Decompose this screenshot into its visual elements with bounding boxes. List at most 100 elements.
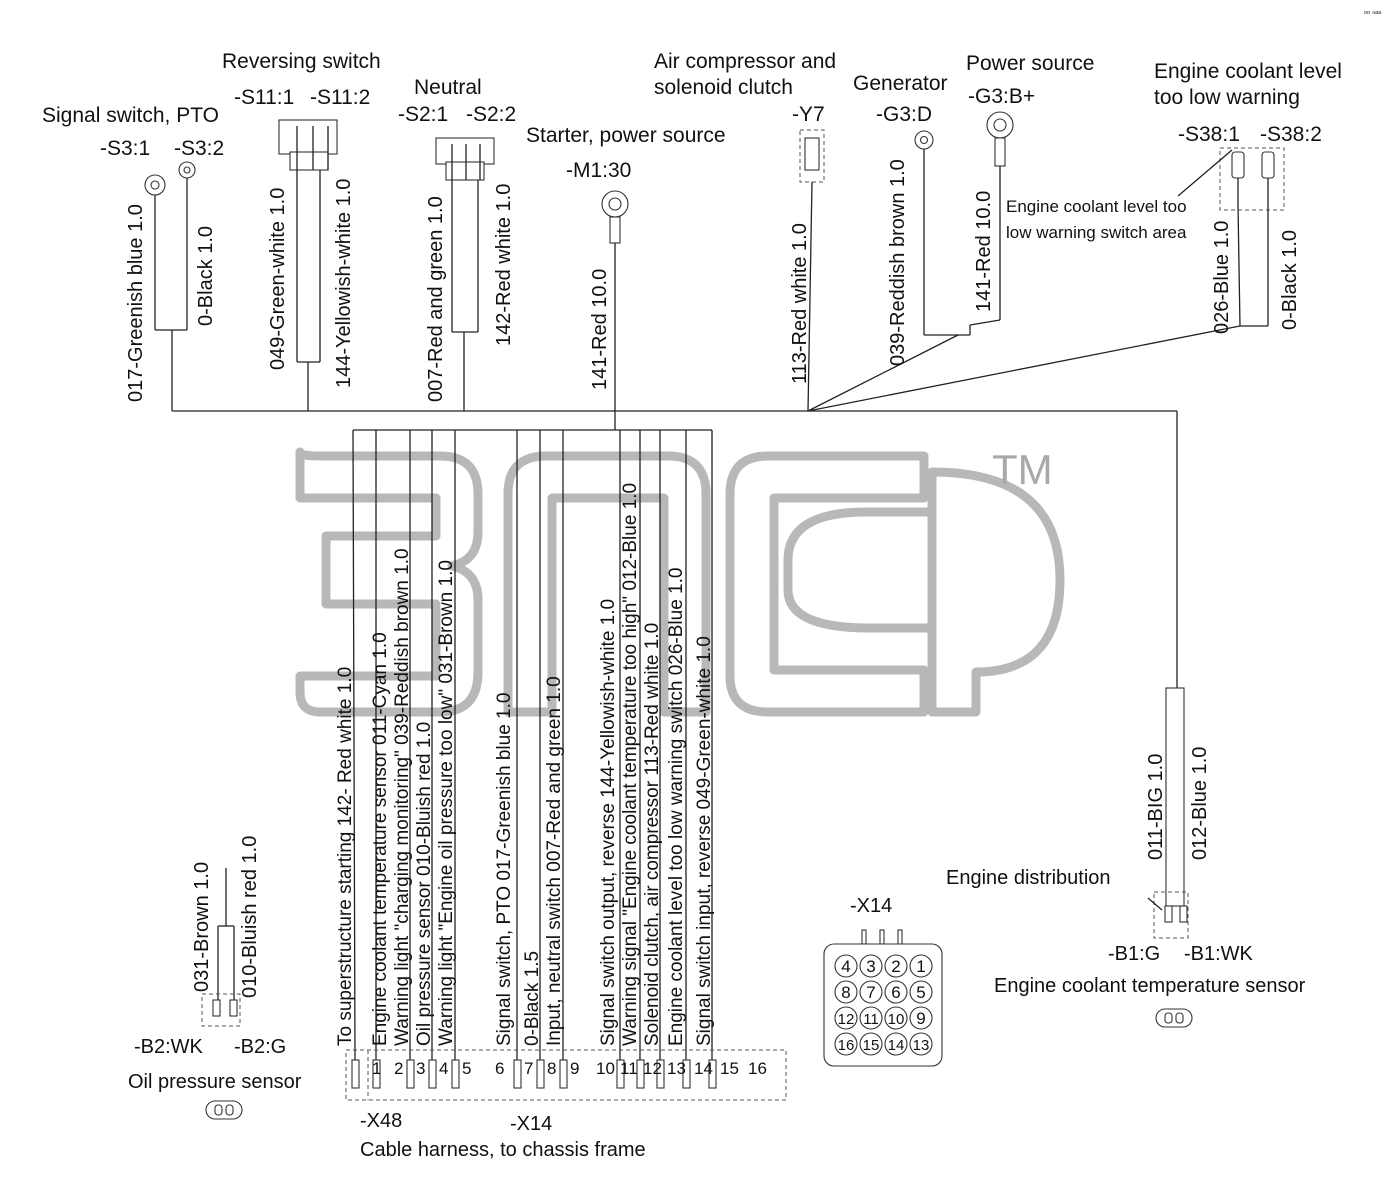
connector-pin-slot xyxy=(351,1059,360,1089)
coolant-temp-title: Engine coolant temperature sensor xyxy=(994,975,1306,997)
plug-pin-number: 6 xyxy=(891,983,900,1002)
pin-number: 2 xyxy=(394,1059,403,1078)
pin-numbers: 1 2 3 4 5 6 7 8 9 10 11 12 13 14 15 16 xyxy=(372,1059,767,1078)
connector-pin-slot xyxy=(559,1059,568,1089)
plug-pin xyxy=(859,1032,883,1056)
plug-pin xyxy=(909,1032,933,1056)
signal-switch-pto-title: Signal switch, PTO xyxy=(42,104,219,127)
connector-pin-slot xyxy=(372,1059,381,1089)
plug-pin-number: 9 xyxy=(916,1009,925,1028)
harness-label-5: Warning light "Engine oil pressure too l… xyxy=(436,560,457,1046)
wire-039-reddish-brown: 039-Reddish brown 1.0 xyxy=(887,159,909,366)
coolant-level-title-1: Engine coolant level xyxy=(1154,60,1342,83)
wire-049-green-white: 049-Green-white 1.0 xyxy=(267,188,289,370)
generator-title: Generator xyxy=(853,72,948,95)
harness-label-3: Warning light "charging monitoring" 039-… xyxy=(392,548,413,1046)
pin-number: 11 xyxy=(620,1059,638,1078)
harness-label-9: Signal switch output, reverse 144-Yellow… xyxy=(598,599,619,1046)
starter-power-source: Starter, power source -M1:30 141-Red 10.… xyxy=(526,124,726,430)
plug-pin xyxy=(884,1032,908,1056)
connector-plug-icon xyxy=(804,137,820,171)
pin-s38-1: -S38:1 xyxy=(1178,123,1240,146)
harness-label-8: Input, neutral switch 007-Red and green … xyxy=(544,676,565,1046)
sensor-plug-icon xyxy=(205,1100,243,1120)
harness-label-11: Solenoid clutch, air compressor 113-Red … xyxy=(642,623,663,1046)
plug-pin xyxy=(909,954,933,978)
pin-number: 10 xyxy=(596,1059,615,1078)
wire-026-blue: 026-Blue 1.0 xyxy=(1211,221,1233,334)
coolant-level-switch: Engine coolant level too low warning -S3… xyxy=(1006,60,1342,334)
plug-pin-number: 8 xyxy=(841,983,850,1002)
corner-mark: ᵒᵒ ⁿᵃᵃ xyxy=(1364,9,1382,18)
connector-pin-slot xyxy=(682,1059,691,1089)
pin-number: 4 xyxy=(439,1059,448,1078)
plug-pin xyxy=(859,1006,883,1030)
plug-pin-number: 14 xyxy=(888,1037,905,1054)
connector-pin-slot xyxy=(708,1059,717,1089)
neutral-title: Neutral xyxy=(414,76,482,99)
pin-s11-1: -S11:1 xyxy=(234,86,294,109)
pin-s11-2: -S11:2 xyxy=(310,86,370,109)
plug-pin-number: 7 xyxy=(866,983,875,1002)
connector-plug-icon xyxy=(435,137,495,165)
switch-area xyxy=(1219,147,1285,211)
pin-g3-b: -G3:B+ xyxy=(968,85,1035,108)
starter-title: Starter, power source xyxy=(526,124,726,147)
air-compressor: Air compressor and solenoid clutch -Y7 1… xyxy=(654,50,836,412)
pin-s2-1: -S2:1 xyxy=(398,103,448,126)
plug-pin xyxy=(859,980,883,1004)
oil-pressure-sensor: 031-Brown 1.0 010-Bluish red 1.0 -B2:WK … xyxy=(128,836,302,1120)
power-source: Power source -G3:B+ 141-Red 10.0 xyxy=(966,52,1094,326)
plug-pin xyxy=(909,1006,933,1030)
signal-switch-pto: Signal switch, PTO -S3:1 -S3:2 017-Green… xyxy=(42,104,224,411)
wire-0-black: 0-Black 1.0 xyxy=(195,226,217,326)
connector-frame xyxy=(345,1049,787,1101)
harness-labels: To superstructure starting 142- Red whit… xyxy=(335,483,715,1046)
wire-141-red-starter: 141-Red 10.0 xyxy=(589,269,611,390)
wire-141-red-power: 141-Red 10.0 xyxy=(973,191,995,312)
wire-010-bluish-red: 010-Bluish red 1.0 xyxy=(239,836,261,998)
plug-pin-number: 5 xyxy=(916,983,925,1002)
connector-plug-icon xyxy=(1231,151,1245,179)
watermark-logo: TM xyxy=(295,446,1065,717)
coolant-level-area-2: low warning switch area xyxy=(1006,223,1187,242)
connector-x48-label: -X48 xyxy=(360,1110,402,1132)
pin-number: 3 xyxy=(416,1059,425,1078)
reversing-switch: Reversing switch -S11:1 -S11:2 049-Green… xyxy=(222,50,381,411)
generator: Generator -G3:D 039-Reddish brown 1.0 xyxy=(853,72,971,366)
connector-pin-slot xyxy=(513,1059,522,1089)
plug-pin-number: 1 xyxy=(916,957,925,976)
air-compressor-title-1: Air compressor and xyxy=(654,50,836,73)
plug-pin-number: 12 xyxy=(838,1011,855,1028)
wire-017-greenish-blue: 017-Greenish blue 1.0 xyxy=(125,204,147,402)
harness-label-12: Engine coolant level too low warning swi… xyxy=(666,568,687,1046)
connector-pin-slot xyxy=(656,1059,665,1089)
coolant-level-area-1: Engine coolant level too xyxy=(1006,197,1187,216)
plug-pin xyxy=(884,954,908,978)
connector-pin-slot xyxy=(616,1059,625,1089)
wire-142-red-white: 142-Red white 1.0 xyxy=(493,184,515,346)
harness-wires xyxy=(352,429,713,1061)
pin-number: 1 xyxy=(372,1059,381,1078)
sensor-plug-icon xyxy=(1155,1008,1193,1028)
pin-number: 15 xyxy=(720,1059,739,1078)
wire-113-red-white: 113-Red white 1.0 xyxy=(789,223,811,384)
bus-lines xyxy=(172,325,1241,688)
pin-s3-1: -S3:1 xyxy=(100,137,150,160)
harness-label-2: Engine coolant temperature sensor 011-Cy… xyxy=(370,632,391,1046)
pin-number: 6 xyxy=(495,1059,504,1078)
plug-pin xyxy=(834,954,858,978)
pin-number: 7 xyxy=(524,1059,533,1078)
plug-pin xyxy=(884,980,908,1004)
pin-b2-g: -B2:G xyxy=(234,1036,286,1058)
pin-number: 9 xyxy=(570,1059,579,1078)
harness-title: Cable harness, to chassis frame xyxy=(360,1139,646,1161)
pin-b1-wk: -B1:WK xyxy=(1184,943,1254,965)
connector-x14-label: -X14 xyxy=(510,1113,552,1135)
connector-pin-slot xyxy=(636,1059,645,1089)
plug-pin-number: 16 xyxy=(838,1037,855,1054)
reversing-switch-title: Reversing switch xyxy=(222,50,381,73)
oil-pressure-title: Oil pressure sensor xyxy=(128,1071,302,1093)
